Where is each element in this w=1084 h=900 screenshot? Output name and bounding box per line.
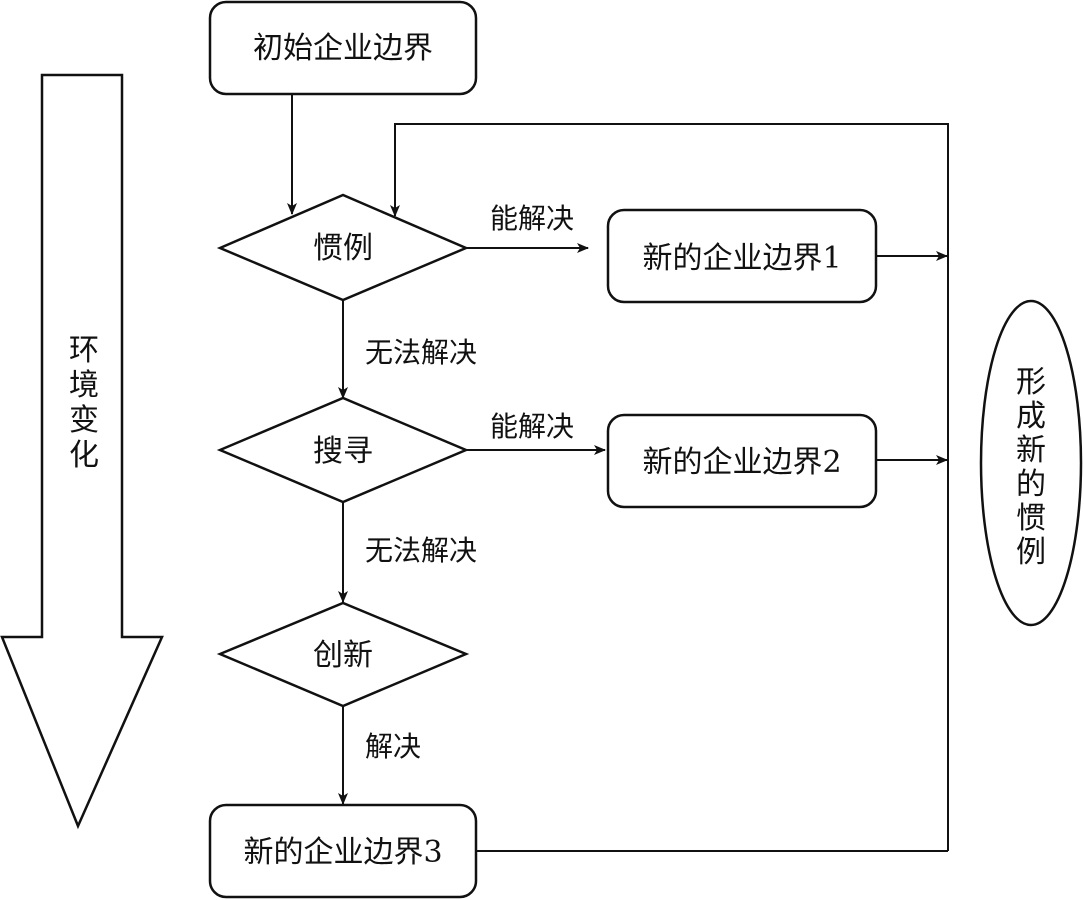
environment-change-char-4: 化 (69, 438, 99, 473)
edge-label-search-solved: 能解决 (490, 410, 574, 443)
new-routine-ellipse: 形 成 新 的 惯 例 (979, 299, 1083, 627)
environment-change-char-1: 环 (69, 333, 99, 368)
new-routine-char-3: 新 (1016, 433, 1046, 468)
search-label: 搜寻 (313, 434, 373, 469)
connectors (287, 94, 949, 852)
new-routine-char-2: 成 (1016, 399, 1046, 434)
edge-label-search-unsolved: 无法解决 (365, 534, 477, 567)
new-boundary-3-node: 新的企业边界3 (208, 803, 478, 899)
new-boundary-2-label: 新的企业边界2 (642, 445, 841, 480)
edge-label-innovation-solved: 解决 (365, 730, 421, 763)
new-boundary-1-node: 新的企业边界1 (606, 208, 878, 304)
edge-feedback-loop (390, 123, 949, 851)
new-routine-char-1: 形 (1016, 365, 1046, 400)
new-routine-char-5: 惯 (1016, 501, 1046, 536)
new-routine-char-4: 的 (1016, 467, 1046, 502)
initial-boundary-node: 初始企业边界 (208, 0, 478, 96)
new-boundary-3-label: 新的企业边界3 (243, 835, 442, 870)
innovation-label: 创新 (313, 638, 373, 673)
new-routine-char-6: 例 (1016, 535, 1046, 570)
initial-boundary-label: 初始企业边界 (253, 31, 433, 66)
innovation-node: 创新 (216, 601, 470, 708)
environment-change-char-2: 境 (69, 368, 99, 403)
routine-node: 惯例 (216, 193, 470, 302)
environment-change-arrow: 环 境 变 化 (0, 73, 164, 830)
environment-change-char-3: 变 (69, 403, 99, 438)
routine-label: 惯例 (313, 231, 373, 266)
new-boundary-1-label: 新的企业边界1 (642, 241, 841, 276)
edge-label-routine-solved: 能解决 (490, 202, 574, 235)
edge-label-routine-unsolved: 无法解决 (365, 336, 477, 369)
search-node: 搜寻 (216, 396, 470, 504)
new-boundary-2-node: 新的企业边界2 (606, 413, 878, 509)
